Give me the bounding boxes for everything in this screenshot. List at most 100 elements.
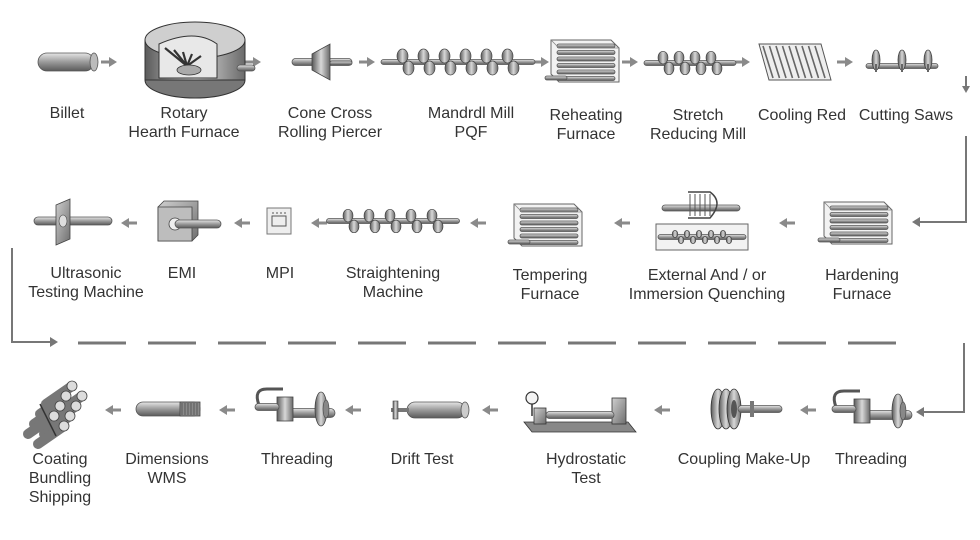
- step-label-billet: Billet: [50, 104, 85, 123]
- step-label-line: Straightening: [345, 265, 441, 282]
- step-label-line: Billet: [49, 105, 85, 122]
- flow-arrow: [359, 57, 375, 67]
- flow-arrow: [105, 405, 121, 415]
- flow-arrow: [800, 405, 816, 415]
- flow-arrows: [101, 57, 853, 415]
- stretch-mill-icon: [643, 50, 737, 76]
- connector-row1-to-row2: [920, 136, 967, 223]
- flow-arrow: [614, 218, 630, 228]
- flow-arrow: [779, 218, 795, 228]
- flow-arrow: [622, 57, 638, 67]
- step-label-line: Rotary: [160, 105, 208, 122]
- step-label-threading-right: Threading: [835, 450, 907, 469]
- step-label-quenching: External And / or Immersion Quenching: [629, 266, 786, 304]
- flow-arrow: [533, 57, 549, 67]
- step-label-line: Stretch: [672, 107, 724, 124]
- flow-arrow: [734, 57, 750, 67]
- connector-row2-to-row3: [924, 343, 965, 413]
- tempering-furnace-icon: [507, 203, 583, 247]
- step-label-line: Immersion Quenching: [628, 286, 786, 303]
- flow-arrow: [121, 218, 137, 228]
- step-label-line: WMS: [147, 470, 187, 487]
- step-label-line: PQF: [454, 124, 488, 141]
- emi-icon: [157, 200, 222, 242]
- step-label-line: Ultrasonic: [50, 265, 122, 282]
- drift-icon: [391, 400, 470, 420]
- flow-arrow: [482, 405, 498, 415]
- step-label-line: Cone Cross: [287, 105, 373, 122]
- connector-left-down: [11, 248, 50, 343]
- billet-icon: [37, 52, 99, 72]
- step-label-line: Threading: [260, 451, 334, 468]
- step-label-line: Testing Machine: [28, 284, 144, 301]
- threading-icon: [831, 389, 913, 429]
- flow-arrow: [654, 405, 670, 415]
- bundle-icon: [23, 380, 88, 449]
- connector-arrowhead: [962, 86, 970, 93]
- step-label-emi: EMI: [168, 264, 196, 283]
- step-label-line: EMI: [167, 265, 197, 282]
- step-label-line: Cooling Red: [757, 107, 847, 124]
- flow-connector-lines: [11, 76, 970, 417]
- mpi-icon: [266, 207, 292, 235]
- saws-icon: [865, 49, 939, 72]
- step-label-line: Tempering: [512, 267, 588, 284]
- step-label-line: Furnace: [832, 286, 892, 303]
- flow-arrow: [345, 405, 361, 415]
- pipe-icon: [135, 401, 201, 417]
- step-label-line: Coating: [32, 451, 88, 468]
- step-label-mpi: MPI: [266, 264, 294, 283]
- step-label-line: Furnace: [556, 126, 616, 143]
- step-label-line: Reheating: [549, 107, 623, 124]
- cooling-bed-icon: [758, 43, 832, 81]
- step-label-line: Bundling: [28, 470, 92, 487]
- step-label-line: Threading: [834, 451, 908, 468]
- flow-arrow: [245, 57, 261, 67]
- step-icons: [23, 21, 939, 449]
- rotary-furnace-icon: [144, 21, 256, 99]
- hardening-furnace-icon: [817, 201, 893, 245]
- connector-arrowhead: [50, 337, 58, 347]
- connector-arrowhead: [916, 407, 924, 417]
- flow-arrow: [837, 57, 853, 67]
- step-label-line: MPI: [265, 265, 295, 282]
- step-label-line: Reducing Mill: [649, 126, 747, 143]
- step-label-line: External And / or: [647, 267, 767, 284]
- step-label-cooling-red: Cooling Red: [758, 106, 846, 125]
- flow-arrow: [470, 218, 486, 228]
- step-label-line: Cutting Saws: [858, 107, 954, 124]
- step-label-line: Mandrdl Mill: [427, 105, 515, 122]
- step-label-drift-test: Drift Test: [391, 450, 454, 469]
- quenching-icon: [655, 191, 749, 251]
- flow-arrow: [311, 218, 327, 228]
- ultrasonic-icon: [33, 198, 113, 246]
- step-label-line: Rolling Piercer: [277, 124, 383, 141]
- flow-arrow: [234, 218, 250, 228]
- step-label-cutting-saws: Cutting Saws: [859, 106, 953, 125]
- straightener-icon: [326, 208, 460, 234]
- coupling-icon: [710, 388, 783, 430]
- step-label-coupling-make-up: Coupling Make-Up: [678, 450, 811, 469]
- step-label-threading-left: Threading: [261, 450, 333, 469]
- reheating-furnace-icon: [544, 39, 620, 83]
- threading-icon: [254, 387, 336, 427]
- mandrel-mill-icon: [380, 48, 536, 76]
- step-label-line: Machine: [362, 284, 424, 301]
- step-label-line: Test: [571, 470, 601, 487]
- flow-arrow: [219, 405, 235, 415]
- step-label-line: Hardening: [825, 267, 899, 284]
- step-label-line: Dimensions: [125, 451, 209, 468]
